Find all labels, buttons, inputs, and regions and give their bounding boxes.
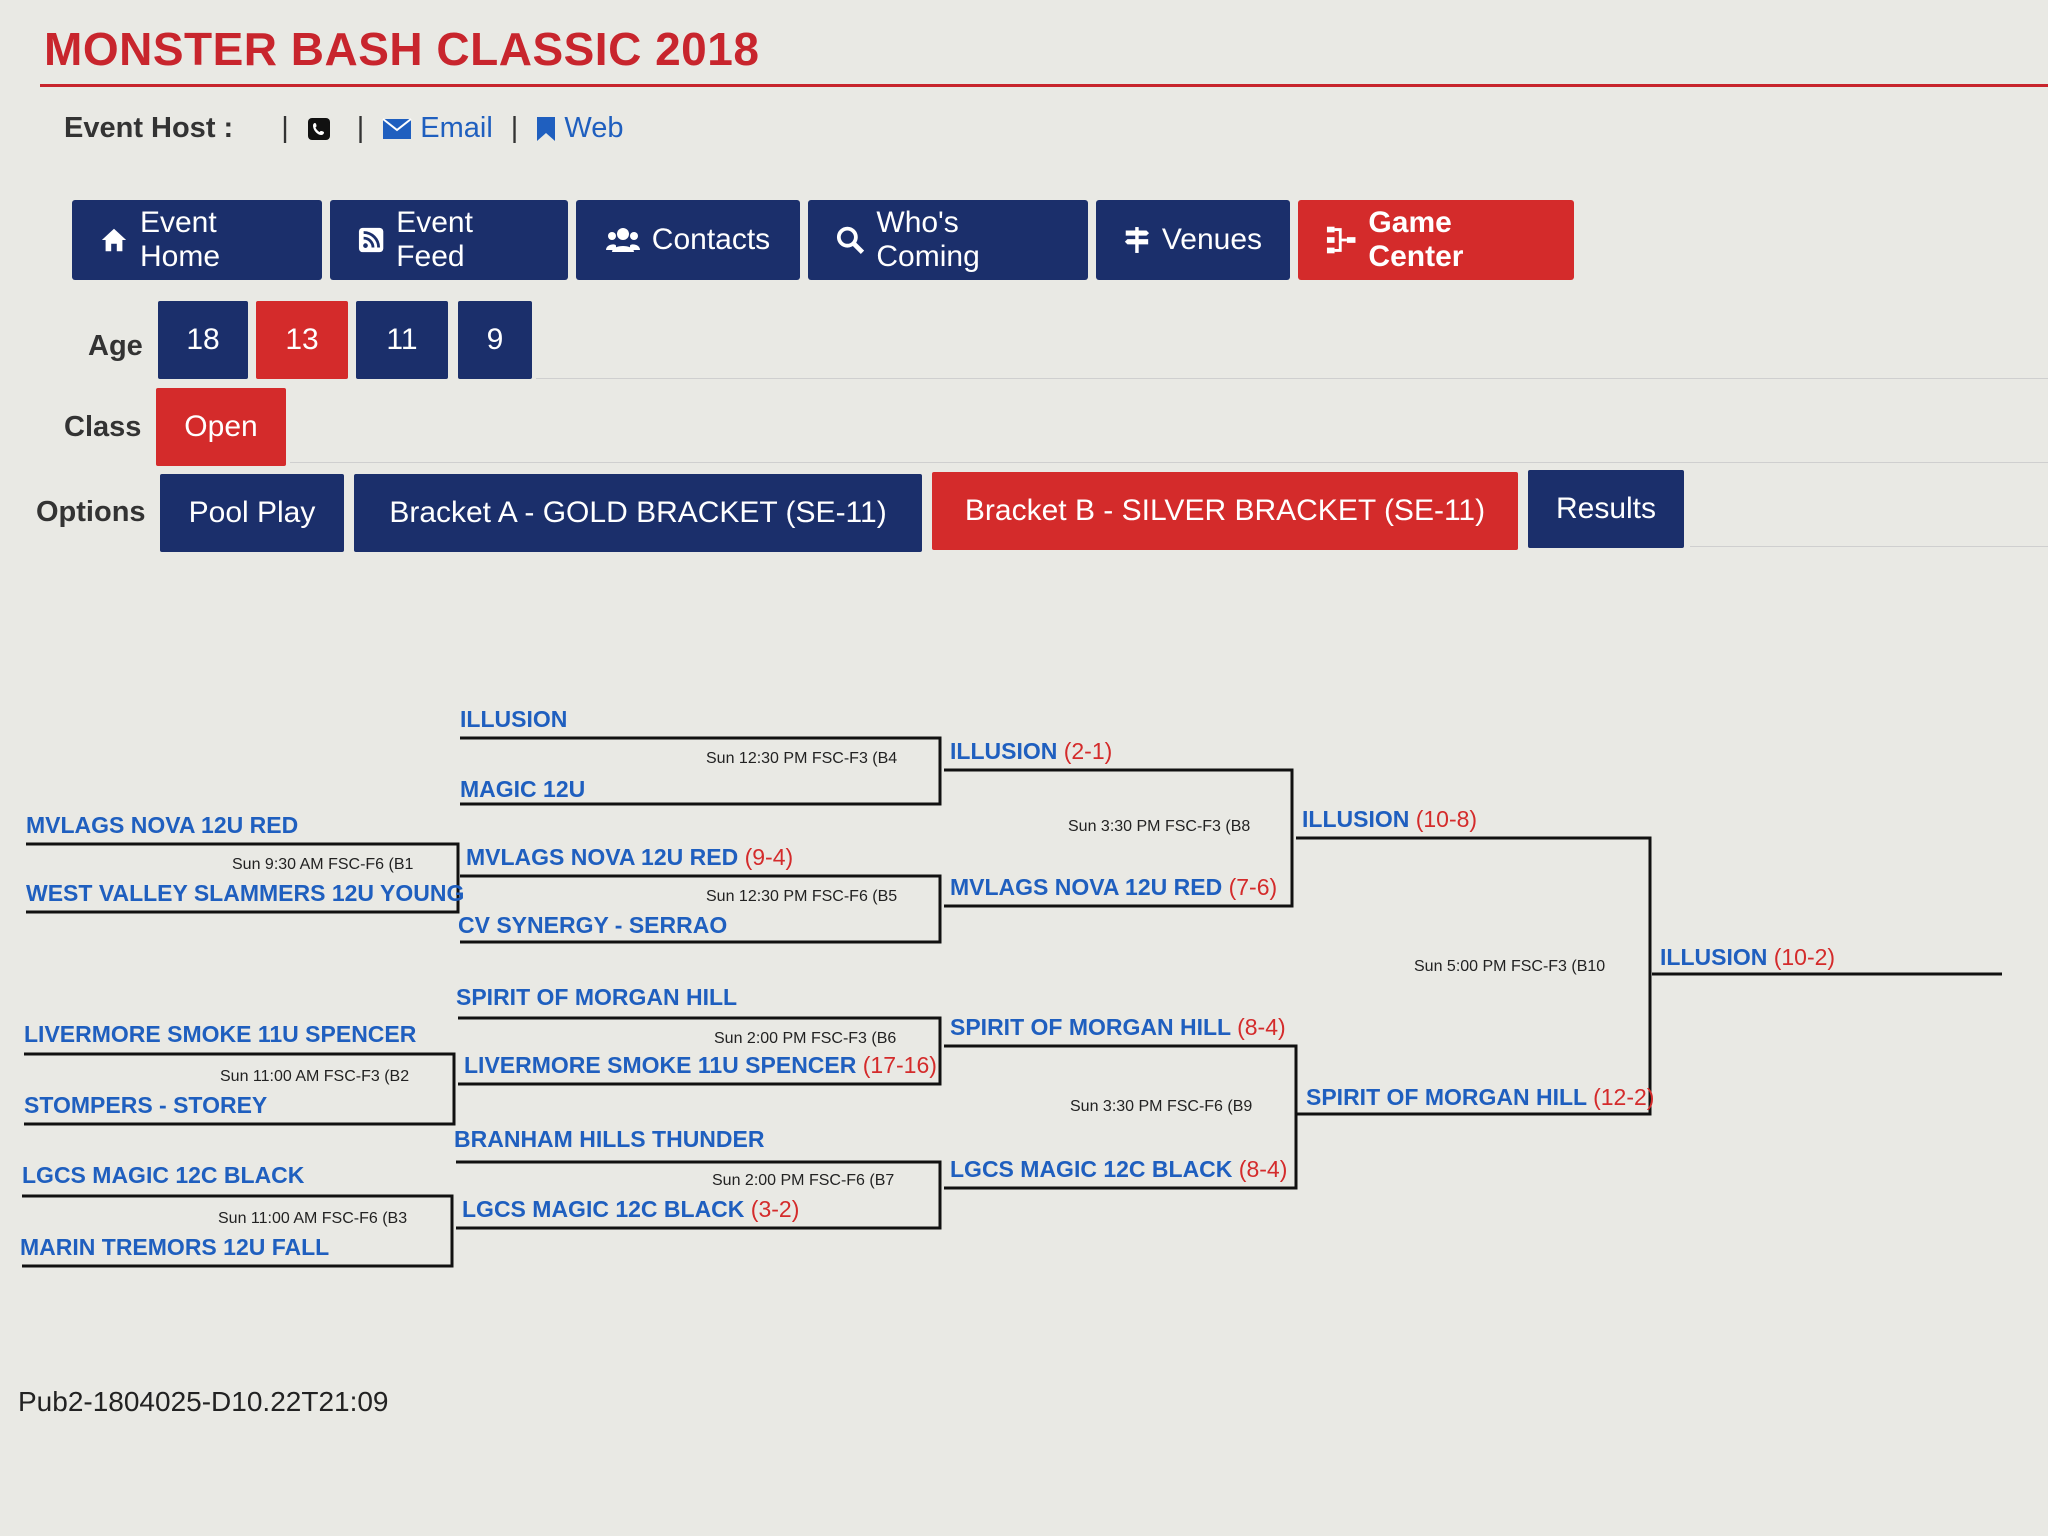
tab-event-home[interactable]: Event Home [72,200,322,280]
team-name: ILLUSION [1302,806,1410,832]
web-link[interactable]: Web [536,112,623,145]
champion[interactable]: ILLUSION (10-2) [1660,944,1835,971]
options-label: Options [36,496,146,528]
game-info-b2: Sun 11:00 AM FSC-F3 (B2 [220,1068,410,1085]
team-b4-bottom[interactable]: MAGIC 12U [460,776,586,802]
title-divider [40,84,2048,87]
publish-stamp: Pub2-1804025-D10.22T21:09 [18,1386,389,1417]
age-18-button[interactable]: 18 [158,301,248,379]
event-nav: Event Home Event Feed Contacts Who's Com… [72,200,1582,280]
team-b8-bottom[interactable]: MVLAGS NOVA 12U RED (7-6) [950,874,1277,901]
tab-whos-coming[interactable]: Who's Coming [808,200,1088,280]
team-score: (17-16) [862,1052,937,1078]
bracket-icon [1326,226,1356,254]
team-score: (7-6) [1228,874,1278,900]
tab-label: Event Home [139,206,221,273]
team-b1-bottom[interactable]: WEST VALLEY SLAMMERS 12U YOUNG [26,880,465,906]
team-b8-top[interactable]: ILLUSION (2-1) [950,738,1112,765]
team-score: (8-4) [1237,1014,1286,1040]
results-button[interactable]: Results [1528,470,1684,548]
team-b9-top[interactable]: SPIRIT OF MORGAN HILL (8-4) [950,1014,1286,1041]
phone-icon [307,117,330,140]
bookmark-icon [537,116,556,141]
tab-venues[interactable]: Venues [1096,200,1290,280]
tab-label: Venues [1161,223,1262,256]
signpost-icon [1124,227,1150,253]
tab-label: Event Feed [396,206,473,273]
team-b2-top[interactable]: LIVERMORE SMOKE 11U SPENCER [24,1021,417,1047]
users-icon [605,228,640,252]
class-open-button[interactable]: Open [156,388,286,466]
tab-contacts[interactable]: Contacts [576,200,800,280]
rss-icon [358,227,384,253]
team-b6-bottom[interactable]: LIVERMORE SMOKE 11U SPENCER (17-16) [464,1052,937,1079]
team-b6-top[interactable]: SPIRIT OF MORGAN HILL [456,984,738,1010]
tab-label: Game Center [1368,206,1464,273]
tab-game-center[interactable]: Game Center [1298,200,1574,280]
team-b2-bottom[interactable]: STOMPERS - STOREY [24,1092,268,1118]
bracket-b-button[interactable]: Bracket B - SILVER BRACKET (SE-11) [932,472,1518,550]
team-score: (10-8) [1415,806,1478,832]
email-link[interactable]: Email [382,112,493,145]
web-label: Web [564,112,624,144]
envelope-icon [382,117,412,139]
event-host-label: Event Host : [64,112,234,144]
team-b7-top[interactable]: BRANHAM HILLS THUNDER [454,1126,765,1152]
team-name: SPIRIT OF MORGAN HILL [1306,1084,1587,1110]
team-score: (12-2) [1593,1084,1655,1110]
game-info-b4: Sun 12:30 PM FSC-F3 (B4 [706,750,898,767]
game-info-b8: Sun 3:30 PM FSC-F3 (B8 [1068,818,1251,835]
team-b1-top[interactable]: MVLAGS NOVA 12U RED [26,812,299,838]
team-name: SPIRIT OF MORGAN HILL [950,1014,1231,1040]
team-name: LGCS MAGIC 12C BLACK [462,1196,745,1222]
team-b4-top[interactable]: ILLUSION [460,706,568,732]
game-info-b5: Sun 12:30 PM FSC-F6 (B5 [706,888,898,905]
game-info-b3: Sun 11:00 AM FSC-F6 (B3 [218,1210,408,1227]
home-icon [101,228,127,252]
search-icon [836,226,865,254]
team-score: (9-4) [744,844,794,870]
bracket-a-button[interactable]: Bracket A - GOLD BRACKET (SE-11) [354,474,922,552]
game-info-b6: Sun 2:00 PM FSC-F3 (B6 [714,1030,897,1047]
tab-label: Who's Coming [876,206,980,273]
team-b9-bottom[interactable]: LGCS MAGIC 12C BLACK (8-4) [950,1156,1287,1183]
team-score: (10-2) [1773,944,1836,970]
team-name: LGCS MAGIC 12C BLACK [950,1156,1233,1182]
team-score: (3-2) [750,1196,800,1222]
class-label: Class [64,411,142,443]
team-score: (2-1) [1063,738,1113,764]
team-name: MVLAGS NOVA 12U RED [466,844,739,870]
phone-link[interactable] [307,117,339,141]
email-label: Email [420,112,493,144]
age-9-button[interactable]: 9 [458,301,532,379]
game-info-b1: Sun 9:30 AM FSC-F6 (B1 [232,856,414,873]
team-name: MVLAGS NOVA 12U RED [950,874,1223,900]
team-b7-bottom[interactable]: LGCS MAGIC 12C BLACK (3-2) [462,1196,799,1223]
page-title: MONSTER BASH CLASSIC 2018 [44,23,760,75]
team-b3-bottom[interactable]: MARIN TREMORS 12U FALL [20,1234,330,1260]
age-11-button[interactable]: 11 [356,301,448,379]
pool-play-button[interactable]: Pool Play [160,474,344,552]
team-score: (8-4) [1238,1156,1288,1182]
game-info-b7: Sun 2:00 PM FSC-F6 (B7 [712,1172,895,1189]
game-info-b9: Sun 3:30 PM FSC-F6 (B9 [1070,1098,1253,1115]
team-name: ILLUSION [950,738,1058,764]
team-b10-top[interactable]: ILLUSION (10-8) [1302,806,1477,833]
team-b10-bottom[interactable]: SPIRIT OF MORGAN HILL (12-2) [1306,1084,1654,1111]
age-label: Age [88,330,143,362]
age-13-button[interactable]: 13 [256,301,348,379]
game-info-b10: Sun 5:00 PM FSC-F3 (B10 [1414,958,1606,975]
tab-event-feed[interactable]: Event Feed [330,200,568,280]
team-b5-top[interactable]: MVLAGS NOVA 12U RED (9-4) [466,844,793,871]
team-b5-bottom[interactable]: CV SYNERGY - SERRAO [458,912,728,938]
event-host-row: Event Host : | | Email | Web [64,112,624,145]
tab-label: Contacts [651,223,771,256]
team-b3-top[interactable]: LGCS MAGIC 12C BLACK [22,1162,305,1188]
team-name: ILLUSION [1660,944,1768,970]
team-name: LIVERMORE SMOKE 11U SPENCER [464,1052,857,1078]
